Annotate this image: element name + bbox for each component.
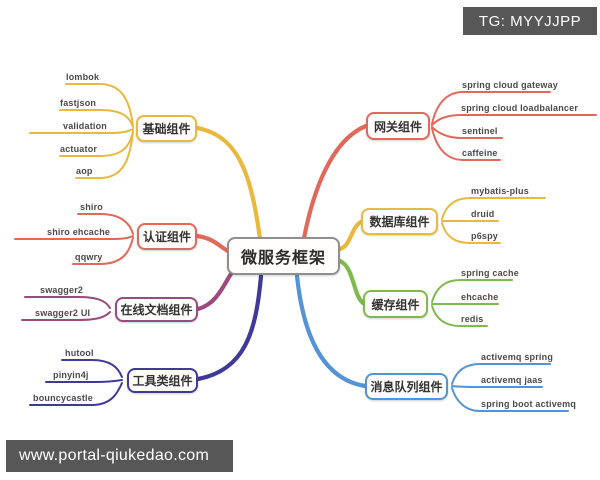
- leaf-activemq-spring: activemq spring: [481, 352, 554, 362]
- twig-pinyin4j: [45, 379, 123, 383]
- telegram-badge: TG: MYYJJPP: [463, 7, 597, 35]
- leaf-validation: validation: [63, 121, 108, 131]
- leaf-swagger2-ui: swagger2 UI: [35, 308, 91, 318]
- leaf-shiro-ehcache: shiro ehcache: [47, 227, 111, 237]
- trunk-gateway-components: [301, 123, 369, 241]
- trunk-auth-components: [194, 233, 231, 254]
- trunk-tools-components: [195, 273, 264, 382]
- branch-node-database-components: 数据库组件: [361, 208, 438, 235]
- leaf-sentinel: sentinel: [462, 126, 498, 136]
- twig-spring-cloud-loadbalancer: [431, 114, 597, 126]
- trunk-cache-components: [337, 258, 366, 306]
- branch-node-gateway-components: 网关组件: [366, 112, 430, 140]
- branch-node-auth-components: 认证组件: [137, 223, 197, 250]
- leaf-p6spy: p6spy: [471, 231, 499, 241]
- twig-validation: [29, 128, 134, 134]
- central-node: 微服务框架: [227, 237, 340, 275]
- twig-spring-cloud-gateway: [431, 91, 551, 125]
- twig-bouncycastle: [29, 382, 123, 406]
- trunk-basic-components: [194, 125, 263, 241]
- twig-redis: [431, 305, 488, 327]
- branch-node-docs-components: 在线文档组件: [115, 297, 198, 322]
- twig-hutool: [61, 359, 123, 378]
- twig-lombok: [65, 83, 134, 127]
- twig-swagger2-ui: [21, 311, 111, 321]
- watermark-url: www.portal-qiukedao.com: [6, 440, 233, 472]
- twig-spring-boot-activemq: [451, 387, 569, 412]
- branch-node-mq-components: 消息队列组件: [365, 373, 448, 400]
- leaf-aop: aop: [76, 166, 93, 176]
- twig-sentinel: [431, 126, 503, 139]
- leaf-lombok: lombok: [66, 72, 100, 82]
- leaf-druid: druid: [471, 209, 495, 219]
- twig-caffeine: [431, 127, 501, 161]
- twig-mybatis-plus: [441, 197, 546, 220]
- twig-aop: [75, 131, 134, 179]
- trunk-docs-components: [195, 271, 234, 312]
- leaf-actuator: actuator: [60, 144, 98, 154]
- leaf-swagger2: swagger2: [40, 285, 84, 295]
- trunk-mq-components: [294, 273, 368, 389]
- twig-qqwry: [72, 237, 134, 265]
- leaf-bouncycastle: bouncycastle: [33, 393, 93, 403]
- twig-spring-cache: [431, 279, 513, 303]
- twig-shiro-ehcache: [14, 235, 134, 240]
- leaf-caffeine: caffeine: [462, 148, 498, 158]
- leaf-ehcache: ehcache: [461, 292, 499, 302]
- leaf-spring-cache: spring cache: [461, 268, 519, 278]
- leaf-activemq-jaas: activemq jaas: [481, 375, 543, 385]
- twig-shiro: [77, 213, 134, 235]
- twig-swagger2: [24, 296, 111, 309]
- twig-p6spy: [441, 222, 501, 244]
- trunk-database-components: [337, 219, 364, 252]
- branch-node-basic-components: 基础组件: [136, 115, 197, 142]
- branch-node-tools-components: 工具类组件: [127, 368, 198, 393]
- leaf-shiro: shiro: [80, 202, 104, 212]
- leaf-pinyin4j: pinyin4j: [53, 370, 89, 380]
- leaf-mybatis-plus: mybatis-plus: [471, 186, 529, 196]
- leaf-qqwry: qqwry: [75, 252, 103, 262]
- leaf-spring-boot-activemq: spring boot activemq: [481, 399, 577, 409]
- branch-node-cache-components: 缓存组件: [363, 290, 428, 318]
- twig-fastjson: [59, 109, 134, 128]
- leaf-spring-cloud-loadbalancer: spring cloud loadbalancer: [461, 103, 579, 113]
- twig-activemq-jaas: [451, 385, 543, 388]
- twig-activemq-spring: [451, 363, 551, 385]
- leaf-spring-cloud-gateway: spring cloud gateway: [462, 80, 559, 90]
- leaf-fastjson: fastjson: [60, 98, 97, 108]
- leaf-hutool: hutool: [65, 348, 94, 358]
- leaf-redis: redis: [461, 314, 484, 324]
